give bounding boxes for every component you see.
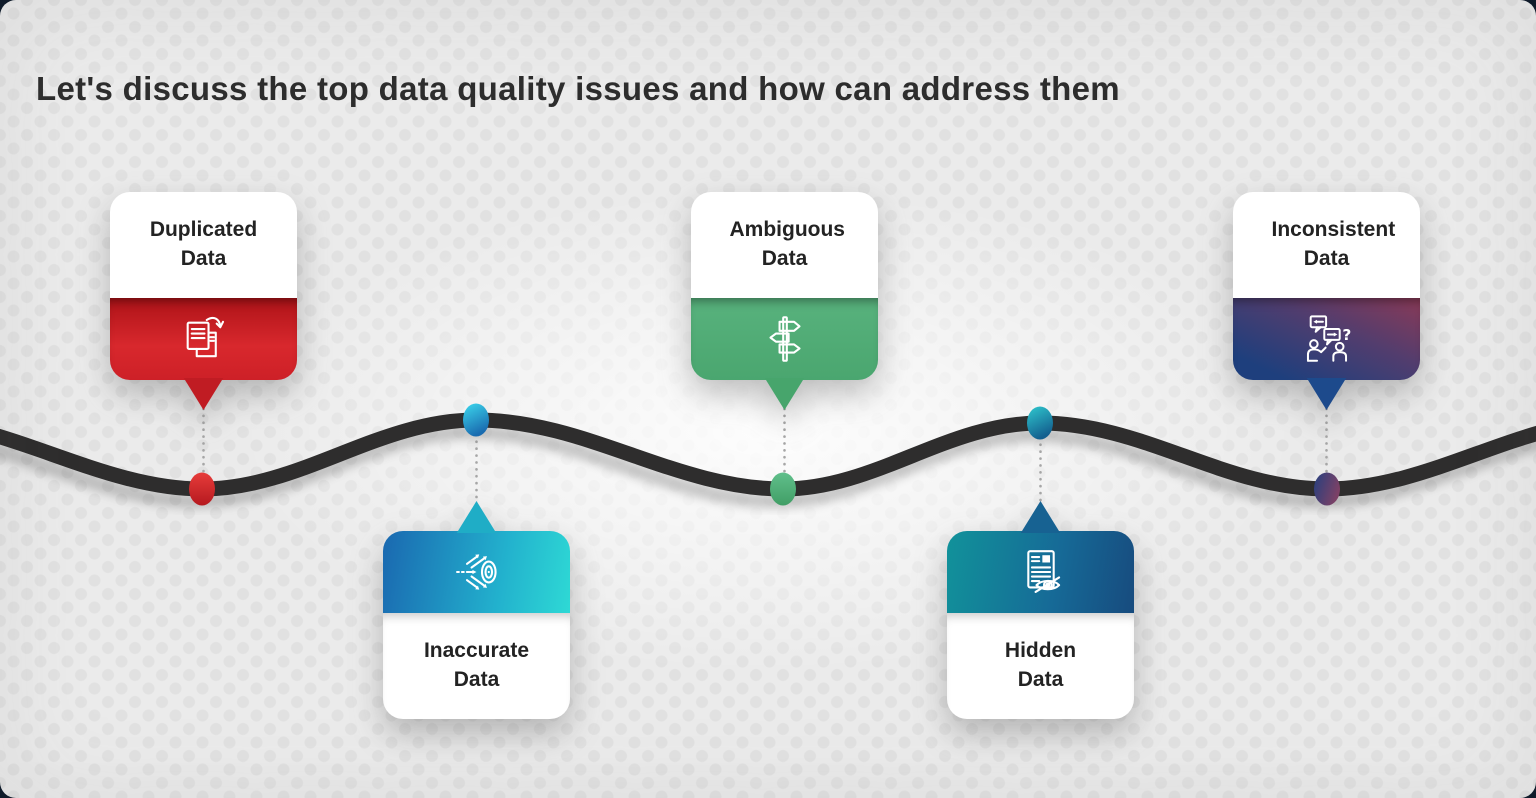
timeline-dot-inaccurate <box>463 403 489 437</box>
card-panel: Duplicated Data <box>110 192 297 380</box>
card-panel: Inconsistent Data ? <box>1233 192 1420 380</box>
card-panel: Hidden Data <box>947 531 1134 719</box>
timeline-dot-hidden <box>1027 406 1053 440</box>
card-duplicated-data: Duplicated Data <box>110 192 297 410</box>
timeline-dot-inconsistent <box>1314 472 1340 506</box>
card-title-area: Ambiguous Data <box>691 192 878 298</box>
card-title-area: Inaccurate Data <box>383 613 570 719</box>
signpost-icon <box>768 316 801 362</box>
card-title: Ambiguous Data <box>729 218 846 270</box>
svg-text:?: ? <box>1342 326 1351 344</box>
timeline-dot-ambiguous <box>770 472 796 506</box>
card-pointer <box>456 501 497 533</box>
card-title: Duplicated Data <box>149 218 258 270</box>
card-pointer <box>764 378 805 410</box>
card-title: Hidden Data <box>1004 639 1077 691</box>
card-inconsistent-data: Inconsistent Data ? <box>1233 192 1420 410</box>
card-icon-area <box>947 531 1134 613</box>
card-icon-area <box>383 531 570 613</box>
card-ambiguous-data: Ambiguous Data <box>691 192 878 410</box>
timeline-dot-duplicated <box>189 472 215 506</box>
card-panel: Inaccurate Data <box>383 531 570 719</box>
card-icon-area: ? <box>1233 298 1420 380</box>
card-pointer <box>1020 501 1061 533</box>
confused-conversation-icon: ? <box>1306 315 1351 362</box>
card-pointer <box>183 378 224 410</box>
card-title-area: Inconsistent Data <box>1233 192 1420 298</box>
card-inaccurate-data: Inaccurate Data <box>383 501 570 719</box>
dotted-connectors <box>202 400 1328 514</box>
card-title-area: Hidden Data <box>947 613 1134 719</box>
card-title: Inconsistent Data <box>1271 218 1396 270</box>
card-hidden-data: Hidden Data <box>947 501 1134 719</box>
card-title: Inaccurate Data <box>423 639 530 691</box>
document-hidden-eye-icon <box>1026 550 1060 593</box>
page-title: Let's discuss the top data quality issue… <box>36 70 1120 108</box>
card-panel: Ambiguous Data <box>691 192 878 380</box>
missed-target-icon <box>455 554 497 590</box>
timeline-dots <box>189 403 1340 506</box>
timeline-wave <box>0 412 1536 497</box>
card-title-area: Duplicated Data <box>110 192 297 298</box>
timeline-wave-shadow <box>0 424 1536 509</box>
card-icon-area <box>110 298 297 380</box>
card-pointer <box>1306 378 1347 410</box>
card-icon-area <box>691 298 878 380</box>
duplicated-documents-icon <box>186 316 224 358</box>
